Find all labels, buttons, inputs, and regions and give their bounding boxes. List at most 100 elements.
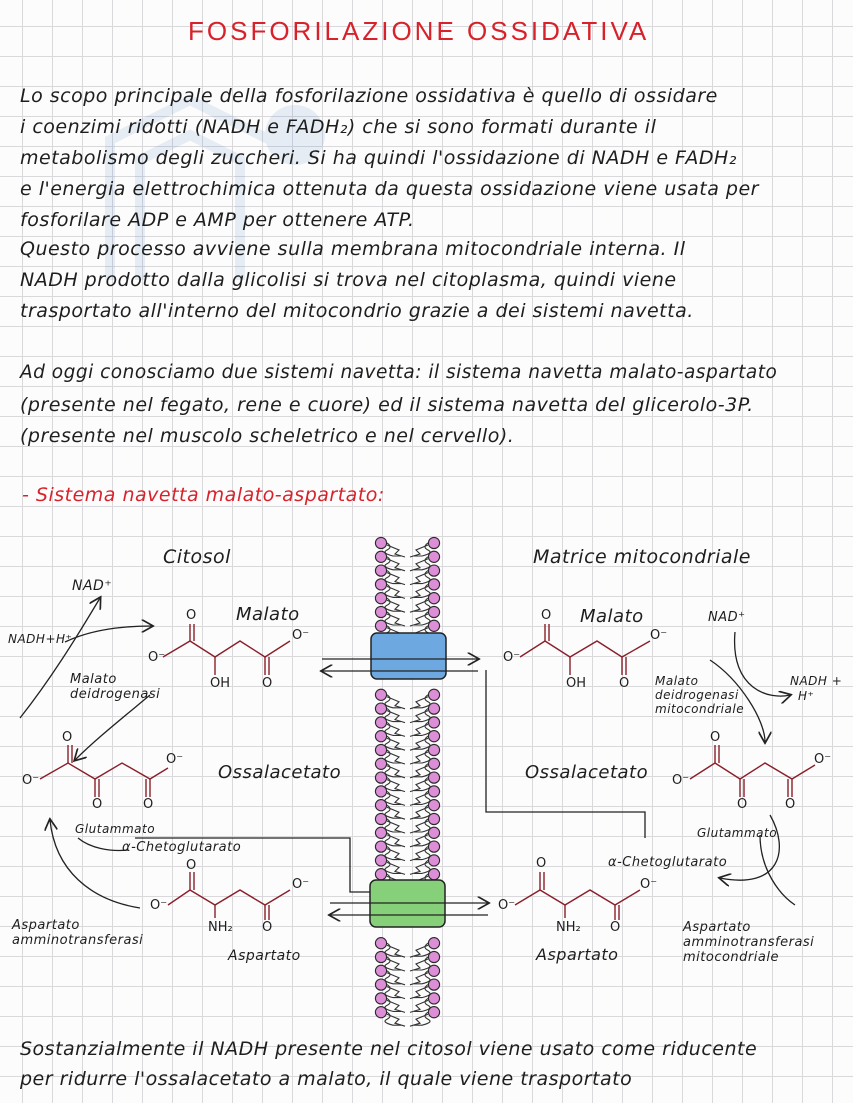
lipid-head — [428, 744, 439, 755]
lipid-tail — [387, 807, 428, 819]
lipid-head — [428, 689, 439, 700]
atom-ominus: O⁻ — [650, 628, 667, 643]
lipid-head — [375, 551, 386, 562]
lipid-tail — [385, 750, 430, 763]
atom-ominus: O⁻ — [503, 650, 520, 665]
nadh-left: NADH+H⁺ — [8, 632, 72, 646]
lipid-tail — [387, 738, 428, 750]
lipid-tail — [387, 945, 428, 957]
lipid-tail — [385, 557, 430, 570]
lipid-tail — [387, 849, 428, 861]
transferase-left: Aspartatoamminotransferasi — [12, 918, 143, 948]
atom-nh2: NH₂ — [208, 920, 233, 935]
lipid-head — [428, 772, 439, 783]
atom-ominus: O⁻ — [640, 877, 657, 892]
atom-o: O — [62, 730, 72, 745]
lipid-tail — [387, 724, 428, 736]
lipid-head — [375, 717, 386, 728]
lipid-head — [428, 537, 439, 548]
lipid-tail — [385, 612, 430, 625]
lipid-head — [375, 579, 386, 590]
atom-oh: OH — [566, 676, 586, 691]
lipid-head — [428, 993, 439, 1004]
atom-oh: OH — [210, 676, 230, 691]
enzyme-left: Malatodeidrogenasi — [70, 672, 160, 702]
nad-right: NAD⁺ — [708, 610, 746, 625]
atom-o: O — [785, 797, 795, 812]
lipid-tail — [387, 614, 428, 626]
chetoglutarato-left: α-Chetoglutarato — [122, 840, 241, 855]
lipid-tail — [385, 805, 430, 818]
lipid-head — [375, 993, 386, 1004]
lipid-head — [375, 1007, 386, 1018]
atom-o: O — [143, 797, 153, 812]
membrane-tails — [385, 543, 430, 1026]
glutammato-right: Glutammato — [697, 826, 777, 840]
lipid-tail — [385, 1012, 430, 1025]
malate-transporter — [371, 633, 446, 679]
lipid-head — [375, 786, 386, 797]
lipid-head — [428, 786, 439, 797]
lipid-head — [375, 731, 386, 742]
lipid-tail — [385, 709, 430, 722]
atom-o: O — [710, 730, 720, 745]
lipid-tail — [385, 736, 430, 749]
lipid-head — [428, 869, 439, 880]
atom-o: O — [92, 797, 102, 812]
membrane-heads — [375, 537, 439, 1017]
atom-ominus: O⁻ — [22, 773, 39, 788]
ossalacetato-right: Ossalacetato — [525, 762, 648, 783]
atom-nh2: NH₂ — [556, 920, 581, 935]
lipid-tail — [385, 584, 430, 597]
nadh-right: NADH +H⁺ — [790, 674, 842, 704]
lipid-head — [428, 855, 439, 866]
lipid-tail — [387, 780, 428, 792]
atom-ominus: O⁻ — [166, 752, 183, 767]
lipid-tail — [387, 559, 428, 571]
lipid-tail — [385, 791, 430, 804]
lipid-tail — [387, 711, 428, 723]
atom-ominus: O⁻ — [498, 898, 515, 913]
atom-o: O — [262, 920, 272, 935]
lipid-head — [375, 703, 386, 714]
lipid-head — [375, 606, 386, 617]
atom-o: O — [619, 676, 629, 691]
lipid-head — [375, 689, 386, 700]
lipid-head — [375, 744, 386, 755]
matrix-label: Matrice mitocondriale — [533, 546, 751, 568]
lipid-head — [428, 965, 439, 976]
atom-ominus: O⁻ — [148, 650, 165, 665]
lipid-head — [428, 606, 439, 617]
lipid-tail — [385, 833, 430, 846]
atom-o: O — [186, 608, 196, 623]
lipid-head — [428, 717, 439, 728]
lipid-tail — [385, 695, 430, 708]
lipid-head — [375, 565, 386, 576]
lipid-tail — [385, 943, 430, 956]
lipid-tail — [387, 862, 428, 874]
lipid-head — [428, 841, 439, 852]
lipid-tail — [387, 586, 428, 598]
lipid-head — [375, 938, 386, 949]
text-line: Sostanzialmente il NADH presente nel cit… — [20, 1038, 757, 1060]
enzyme-right: Malatodeidrogenasimitocondriale — [655, 674, 744, 716]
aspartato-left: Aspartato — [228, 948, 301, 964]
lipid-tail — [387, 835, 428, 847]
atom-ominus: O⁻ — [150, 898, 167, 913]
glutammato-left: Glutammato — [75, 822, 155, 836]
lipid-head — [375, 855, 386, 866]
lipid-tail — [387, 573, 428, 585]
lipid-tail — [387, 1014, 428, 1026]
lipid-head — [428, 827, 439, 838]
lipid-head — [428, 813, 439, 824]
lipid-head — [428, 565, 439, 576]
atom-o: O — [262, 676, 272, 691]
lipid-head — [375, 951, 386, 962]
lipid-head — [428, 579, 439, 590]
lipid-tail — [387, 697, 428, 709]
lipid-head — [428, 800, 439, 811]
lipid-head — [375, 620, 386, 631]
lipid-tail — [385, 860, 430, 873]
lipid-head — [375, 841, 386, 852]
ossalacetato-left: Ossalacetato — [218, 762, 341, 783]
